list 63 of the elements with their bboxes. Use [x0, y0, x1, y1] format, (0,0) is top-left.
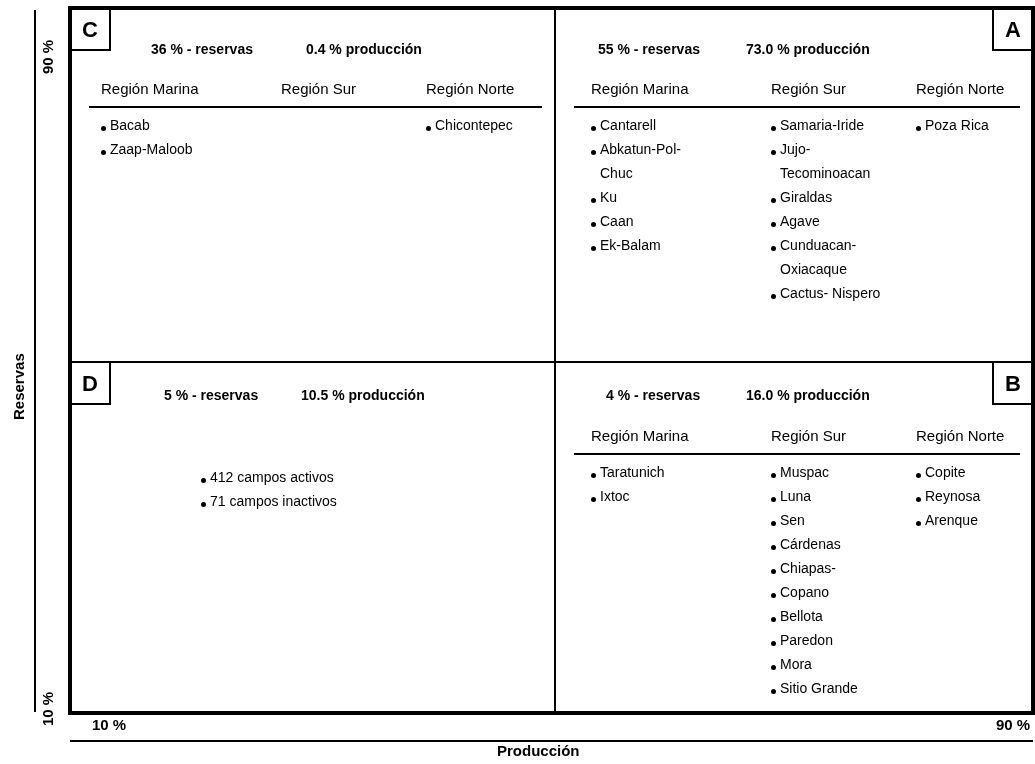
field-name: Ixtoc — [600, 487, 630, 506]
column-header: Región Norte — [916, 79, 1006, 99]
field-name: Paredon — [780, 631, 833, 650]
field-name: Poza Rica — [925, 116, 989, 135]
field-name: Sitio Grande — [780, 679, 858, 698]
axis-label: 90 % — [39, 39, 57, 74]
field-name: Giraldas — [780, 188, 833, 207]
production-share: 0.4 % producción — [306, 40, 422, 59]
field-name: Mora — [780, 655, 812, 674]
reserves-share: 4 % - reservas — [606, 386, 701, 405]
field-name: Caan — [600, 212, 634, 231]
field-name: Copite — [925, 463, 966, 482]
field-name: 412 campos activos — [210, 468, 334, 487]
field-name: Bellota — [780, 607, 823, 626]
production-share: 73.0 % producción — [746, 40, 870, 59]
axis-label: Producción — [497, 742, 580, 760]
field-name: Chicontepec — [435, 116, 513, 135]
field-name: Bacab — [110, 116, 150, 135]
field-name: Zaap-Maloob — [110, 140, 193, 159]
field-name: Luna — [780, 487, 812, 506]
quadrant-panel — [70, 362, 555, 713]
field-name: 71 campos inactivos — [210, 492, 337, 511]
field-name: Sen — [780, 511, 805, 530]
field-name: Jujo- Tecominoacan — [780, 140, 872, 183]
axis-label: 90 % — [996, 716, 1031, 734]
column-header: Región Sur — [281, 79, 358, 99]
column-header: Región Sur — [771, 79, 848, 99]
field-name: Cactus- Nispero — [780, 284, 881, 303]
field-name: Ek-Balam — [600, 236, 661, 255]
reserves-share: 55 % - reservas — [598, 40, 700, 59]
column-header: Región Norte — [916, 426, 1006, 446]
field-name: Ku — [600, 188, 618, 207]
field-name: Samaria-Iride — [780, 116, 865, 135]
column-header: Región Marina — [591, 79, 690, 99]
quadrant-panel — [555, 8, 1033, 362]
field-name: Taratunich — [600, 463, 665, 482]
column-header: Región Marina — [591, 426, 690, 446]
production-share: 10.5 % producción — [301, 386, 425, 405]
field-name: Reynosa — [925, 487, 981, 506]
reserves-share: 36 % - reservas — [151, 40, 253, 59]
reserves-share: 5 % - reservas — [164, 386, 259, 405]
quadrant-panel — [555, 362, 1033, 713]
quadrant-letter-box: D — [71, 363, 111, 405]
column-header: Región Sur — [771, 426, 848, 446]
field-name: Copano — [780, 583, 830, 602]
quadrant-panel — [70, 8, 555, 362]
quadrant-letter-box: A — [992, 9, 1032, 51]
quadrant-letter-box: B — [992, 363, 1032, 405]
column-header: Región Marina — [101, 79, 200, 99]
production-share: 16.0 % producción — [746, 386, 870, 405]
field-name: Chiapas- — [780, 559, 837, 578]
axis-label: 10 % — [39, 691, 57, 726]
field-name: Cunduacan- Oxiacaque — [780, 236, 858, 279]
field-name: Arenque — [925, 511, 978, 530]
field-name: Cárdenas — [780, 535, 841, 554]
axis-label: 10 % — [92, 716, 127, 734]
field-name: Cantarell — [600, 116, 657, 135]
field-name: Muspac — [780, 463, 830, 482]
column-header: Región Norte — [426, 79, 516, 99]
field-name: Abkatun-Pol- Chuc — [600, 140, 682, 183]
quadrant-letter-box: C — [71, 9, 111, 51]
axis-label: Reservas — [10, 353, 28, 420]
field-name: Agave — [780, 212, 820, 231]
